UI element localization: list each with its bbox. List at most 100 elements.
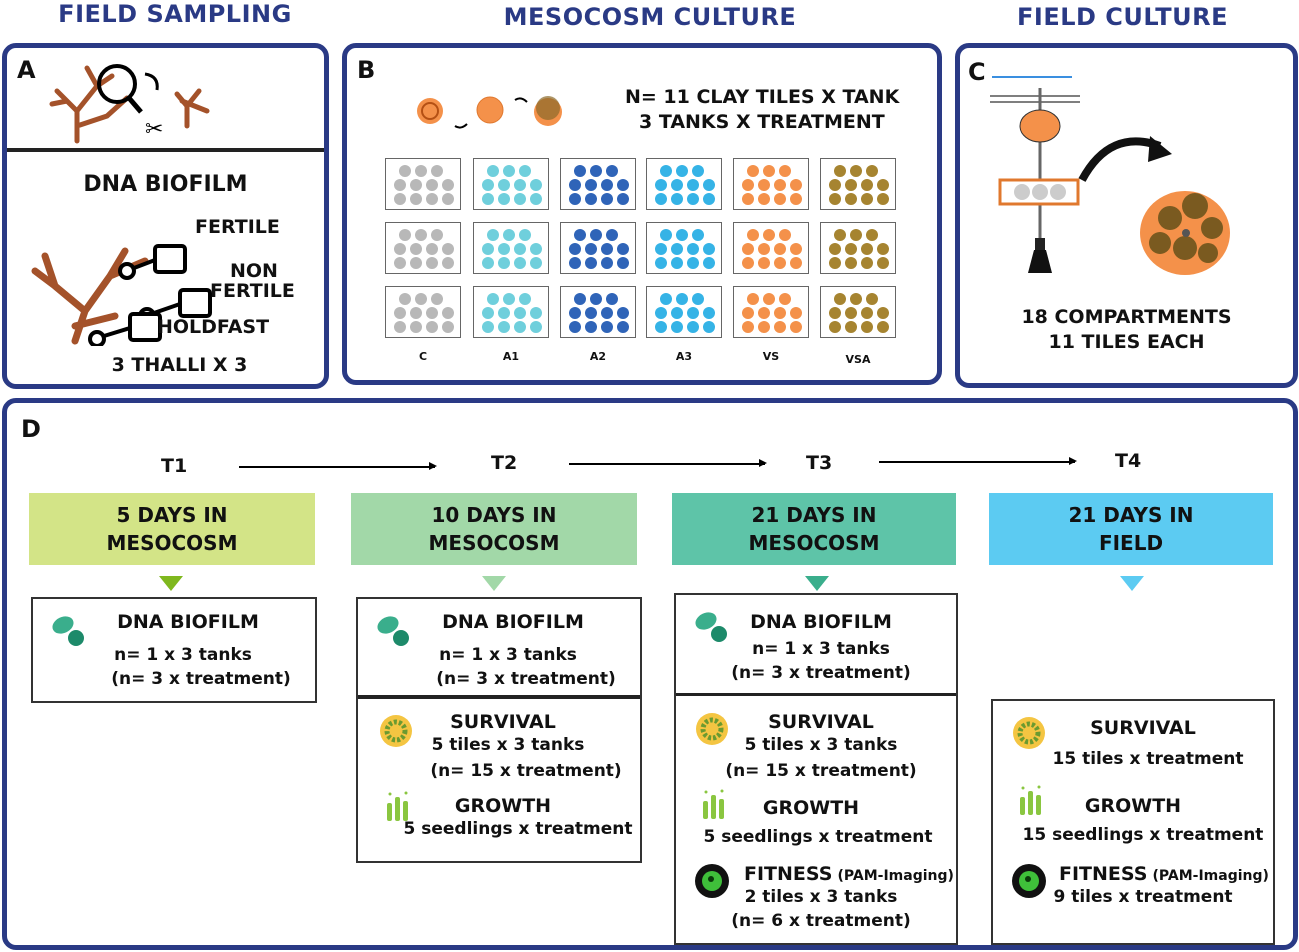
t3-fitness-2: (n= 6 x treatment)	[731, 911, 911, 931]
treatment-label-a2: A2	[589, 350, 607, 363]
panel-a-dna-title: DNA BIOFILM	[83, 172, 248, 197]
t4-fitness-title: FITNESS	[1059, 863, 1148, 885]
t4-survival-title: SURVIVAL	[1090, 717, 1196, 739]
tile-dot	[703, 307, 715, 319]
tile-dot	[877, 321, 889, 333]
clay-tile-a3-tank-3	[646, 286, 722, 338]
treatment-label-c: C	[418, 350, 428, 363]
tile-dot	[671, 193, 683, 205]
tile-dot	[850, 293, 862, 305]
tile-dot	[829, 307, 841, 319]
clay-tile-vsa-tank-1	[820, 158, 896, 210]
tile-dot	[687, 243, 699, 255]
t3-survival-title: SURVIVAL	[768, 711, 874, 733]
tile-dot	[617, 179, 629, 191]
fitness-pam-icon	[695, 864, 729, 898]
stage-t2-line1: 10 DAYS IN	[431, 503, 557, 527]
tile-dot	[482, 243, 494, 255]
tile-dot	[834, 229, 846, 241]
clay-tile-vsa-tank-2	[820, 222, 896, 274]
tile-dot	[774, 321, 786, 333]
tile-dot	[845, 257, 857, 269]
stage-box-t2: 10 DAYS IN MESOCOSM	[351, 493, 637, 565]
clay-tile-vs-tank-3	[733, 286, 809, 338]
tile-dot	[703, 179, 715, 191]
tile-dot	[415, 165, 427, 177]
tile-dot	[503, 293, 515, 305]
arrow-t3-t4	[879, 458, 1077, 464]
tile-dot	[590, 293, 602, 305]
clay-tile-c-tank-3	[385, 286, 461, 338]
tile-dot	[569, 179, 581, 191]
seedling-growth-icon	[703, 789, 724, 819]
tile-dot	[774, 179, 786, 191]
panel-c-line1: 18 COMPARTMENTS	[1021, 306, 1232, 328]
tile-dot	[829, 321, 841, 333]
tile-dot	[774, 307, 786, 319]
triangle-t3-icon	[805, 576, 829, 591]
tile-dot	[747, 293, 759, 305]
tile-dot	[758, 307, 770, 319]
seaweed-sampling-icon: ✂	[49, 64, 210, 144]
seedling-growth-icon	[1020, 785, 1041, 815]
t2-survival-2: (n= 15 x treatment)	[430, 761, 622, 781]
tile-dot	[514, 307, 526, 319]
triangle-t2-icon	[482, 576, 506, 591]
blue-line	[992, 76, 1072, 78]
triangle-t1-icon	[159, 576, 183, 591]
tile-dot	[569, 193, 581, 205]
tile-dot	[394, 257, 406, 269]
tile-survival-icon	[380, 715, 412, 747]
clay-tile-a1-tank-1	[473, 158, 549, 210]
t3-result-box: DNA BIOFILM n= 1 x 3 tanks (n= 3 x treat…	[674, 593, 958, 945]
tile-dot	[763, 293, 775, 305]
tile-dot	[442, 193, 454, 205]
tile-dot	[790, 257, 802, 269]
tile-dot	[790, 193, 802, 205]
tile-dot	[601, 321, 613, 333]
fertile-label: FERTILE	[195, 216, 280, 238]
arrow-t2-t3	[569, 460, 767, 466]
tile-dot	[442, 179, 454, 191]
panel-a: A ✂ DNA BIOFILM FERTILE NON FERTILE HOLD…	[2, 43, 329, 389]
tile-dot	[617, 307, 629, 319]
stage-box-t4: 21 DAYS IN FIELD	[989, 493, 1273, 565]
stage-box-t1: 5 DAYS IN MESOCOSM	[29, 493, 315, 565]
clay-tile-a3-tank-1	[646, 158, 722, 210]
tile-dot	[442, 321, 454, 333]
tile-dot	[590, 229, 602, 241]
tile-dot	[845, 179, 857, 191]
tile-dot	[426, 179, 438, 191]
panel-c-label: C	[968, 58, 986, 86]
non-fertile-label: FERTILE	[210, 280, 295, 302]
tile-dot	[861, 307, 873, 319]
tile-dot	[703, 193, 715, 205]
tile-dot	[692, 293, 704, 305]
tile-dot	[415, 293, 427, 305]
panel-a-label: A	[17, 56, 36, 84]
tile-dot	[742, 307, 754, 319]
tile-dot	[703, 321, 715, 333]
tile-dot	[617, 193, 629, 205]
t2-growth-1: 5 seedlings x treatment	[403, 819, 633, 839]
tile-dot	[498, 179, 510, 191]
treatment-label-vs: VS	[762, 350, 780, 363]
tile-dot	[774, 257, 786, 269]
tile-dot	[774, 193, 786, 205]
clay-tile-c-tank-1	[385, 158, 461, 210]
tile-dot	[763, 165, 775, 177]
tile-dot	[514, 179, 526, 191]
tile-dot	[758, 179, 770, 191]
tile-dot	[845, 193, 857, 205]
tile-dot	[742, 193, 754, 205]
tile-dot	[850, 165, 862, 177]
tile-dot	[606, 165, 618, 177]
header-field-culture: FIELD CULTURE	[1017, 3, 1228, 31]
tile-dot	[671, 307, 683, 319]
stage-t1-line1: 5 DAYS IN	[116, 503, 228, 527]
tile-dot	[514, 193, 526, 205]
tile-dot	[585, 257, 597, 269]
tile-dot	[660, 229, 672, 241]
time-t3: T3	[806, 452, 833, 474]
tile-dot	[617, 257, 629, 269]
